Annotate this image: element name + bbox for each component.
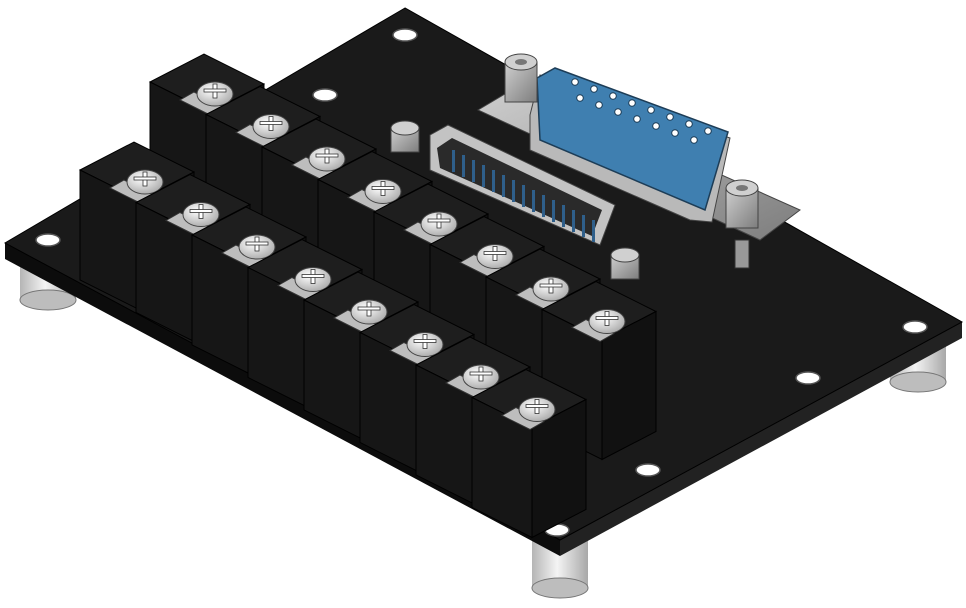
board-edge-right: [560, 322, 962, 556]
dsub-socket: [628, 99, 636, 107]
terminal-blocks: [78, 53, 658, 539]
mounting-hole: [35, 233, 61, 247]
terminal-clamp: [570, 318, 616, 343]
standoff-base: [889, 371, 947, 393]
dsub-socket: [576, 94, 584, 102]
dsub-socket: [704, 127, 712, 135]
screw-slot: [483, 251, 507, 255]
dsub-socket: [652, 122, 660, 130]
terminal-clamp: [500, 406, 546, 431]
dsub-socket: [666, 113, 674, 121]
screw-slot: [133, 176, 157, 181]
dsub-socket: [685, 120, 693, 128]
screw-slot: [259, 121, 283, 125]
screw-slot: [469, 371, 493, 376]
dsub-socket: [595, 101, 603, 109]
screw-slot: [301, 274, 325, 278]
standoff-base: [531, 577, 589, 599]
dsub-male-cavity: [437, 138, 602, 236]
hex-standoff-hole: [736, 185, 748, 191]
screw-slot: [525, 404, 549, 408]
dsub-pin: [502, 175, 505, 197]
dsub-socket: [690, 136, 698, 144]
mounting-hole: [795, 371, 821, 385]
dsub-socket: [571, 78, 579, 86]
dsub-socket: [609, 92, 617, 100]
dsub-pin: [552, 200, 555, 222]
dsub-pin: [522, 185, 525, 207]
mounting-hole: [635, 463, 661, 477]
mounting-hole: [392, 28, 418, 42]
mounting-hole: [902, 320, 928, 334]
dsub-pin: [482, 165, 485, 187]
dsub-pin: [472, 160, 475, 182]
screw-slot: [315, 153, 339, 158]
dsub-socket: [614, 108, 622, 116]
dsub-female-face: [536, 67, 729, 212]
dsub-pin: [562, 205, 565, 227]
hex-standoff-top: [390, 120, 420, 136]
dsub-pin: [542, 195, 545, 217]
mounting-hole: [312, 88, 338, 102]
screw-slot: [245, 241, 269, 246]
dsub-pin: [452, 150, 455, 172]
dsub-socket: [647, 106, 655, 114]
dsub-pin: [512, 180, 515, 202]
hex-standoff-hole: [515, 59, 527, 65]
dsub-pin: [492, 170, 495, 192]
dsub-socket: [633, 115, 641, 123]
terminal-block-side: [531, 398, 587, 539]
standoff-base: [19, 289, 77, 311]
screw-slot: [427, 218, 451, 223]
dsub-pin: [532, 190, 535, 212]
dsub-connectors: [390, 53, 801, 280]
dsub-socket: [590, 85, 598, 93]
dsub-pin: [462, 155, 465, 177]
terminal-block-side: [601, 310, 657, 461]
screw-slot: [189, 209, 213, 213]
screw-slot: [413, 339, 437, 343]
screw-lock: [734, 239, 750, 269]
screw-slot: [371, 186, 395, 190]
hex-standoff-top: [610, 247, 640, 263]
screw-slot: [203, 88, 227, 93]
dsub-socket: [671, 129, 679, 137]
dsub-pin: [582, 215, 585, 237]
dsub-pin: [572, 210, 575, 232]
screw-slot: [357, 306, 381, 311]
screw-slot: [539, 283, 563, 288]
dsub-pin: [592, 220, 595, 242]
screw-slot: [595, 316, 619, 320]
